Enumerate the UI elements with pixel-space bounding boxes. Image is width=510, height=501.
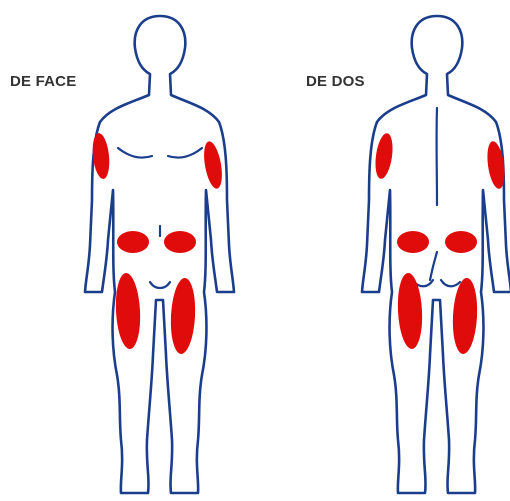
front-body-outline: [85, 16, 234, 493]
back-left-buttock-zone: [397, 231, 429, 253]
front-body-figure: [85, 16, 234, 493]
back-right-buttock-zone: [445, 231, 477, 253]
front-left-abdomen-zone: [117, 231, 149, 253]
back-body-figure: [362, 16, 510, 493]
front-right-abdomen-zone: [164, 231, 196, 253]
